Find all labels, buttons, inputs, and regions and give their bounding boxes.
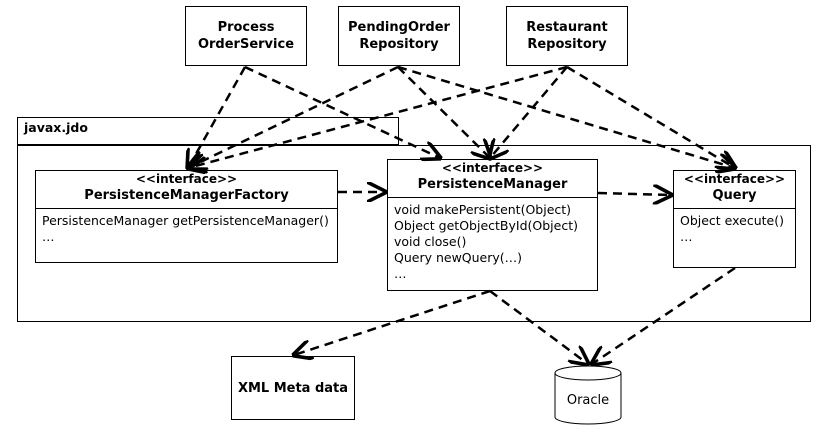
arrow-pos-to-pmf [188,66,247,168]
query-class: <<interface>> Query Object execute() … [673,170,796,268]
package-tab: javax.jdo [17,117,399,145]
oracle-database-icon [554,365,622,425]
pm-name: PersistenceManager [417,177,568,192]
arrow-rr-to-query [566,65,735,168]
arrow-pm-to-oracle [489,289,588,364]
query-header: <<interface>> Query [674,171,795,209]
arrow-por-to-pm [397,66,490,158]
oracle-label: Oracle [566,393,610,408]
pm-header: <<interface>> PersistenceManager [388,160,597,198]
pmf-name: PersistenceManagerFactory [84,188,289,203]
pm-op: … [394,266,407,281]
restaurant-repository-box: Restaurant Repository [506,6,628,66]
arrow-rr-to-pm [490,66,568,158]
pm-op: void makePersistent(Object) [394,202,572,217]
pm-op: Object getObjectById(Object) [394,218,578,233]
pending-order-repository-line2: Repository [359,37,439,52]
pmf-operations: PersistenceManager getPersistenceManager… [36,209,337,249]
pending-order-repository-box: PendingOrder Repository [338,6,460,66]
pmf-op: PersistenceManager getPersistenceManager… [42,213,329,228]
process-order-service-line2: OrderService [197,37,295,52]
arrow-rr-to-pmf [188,65,568,168]
pm-operations: void makePersistent(Object) Object getOb… [388,198,597,286]
query-stereotype: <<interface>> [683,172,786,186]
arrow-pm-to-xml [294,289,491,355]
pmf-stereotype: <<interface>> [135,172,238,186]
process-order-service-box: Process OrderService [185,6,307,66]
xml-meta-data-label: XML Meta data [237,380,349,396]
query-operations: Object execute() … [674,209,795,249]
arrow-pos-to-pm [244,65,440,158]
arrow-por-to-query [397,65,735,168]
arrow-query-to-oracle [592,266,736,364]
pmf-op: … [42,229,55,244]
pm-stereotype: <<interface>> [441,161,544,175]
restaurant-repository-line1: Restaurant [526,20,608,35]
process-order-service-line1: Process [217,20,275,35]
arrow-por-to-pmf [188,65,399,168]
pmf-header: <<interface>> PersistenceManagerFactory [36,171,337,209]
package-name: javax.jdo [24,120,88,135]
query-op: Object execute() [680,213,784,228]
query-name: Query [712,188,757,203]
persistence-manager-factory-class: <<interface>> PersistenceManagerFactory … [35,170,338,263]
restaurant-repository-line2: Repository [527,37,607,52]
arrow-pm-to-query [597,193,671,195]
pm-op: void close() [394,234,467,249]
pending-order-repository-line1: PendingOrder [348,20,450,35]
pm-op: Query newQuery(…) [394,250,523,265]
query-op: … [680,229,693,244]
